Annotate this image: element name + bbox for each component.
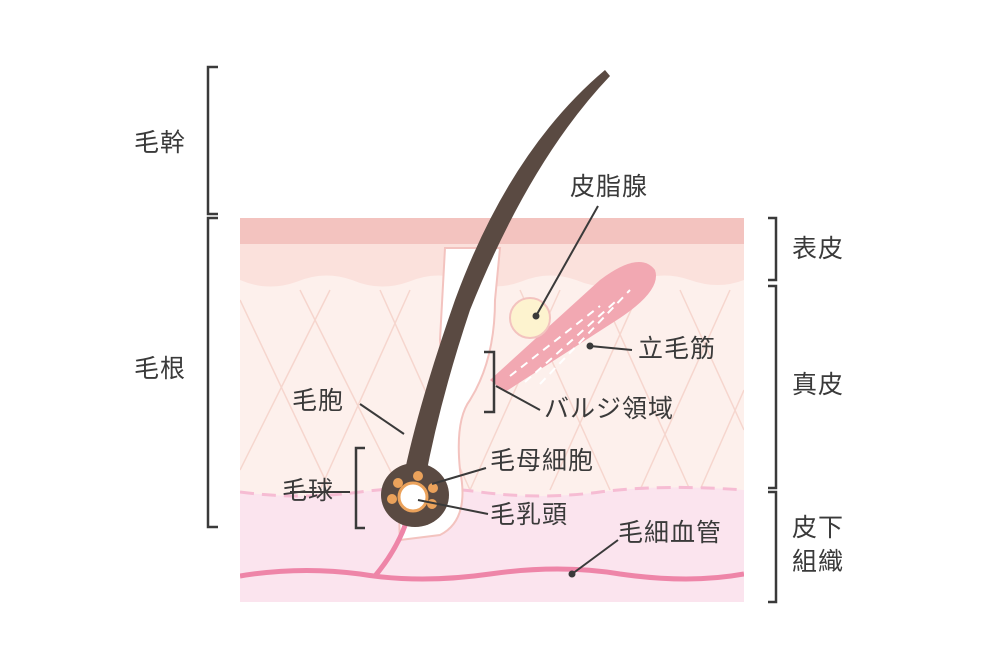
label-dermal-papilla: 毛乳頭 xyxy=(490,500,569,529)
dermal-papilla xyxy=(397,481,429,513)
hair-shaft xyxy=(405,70,610,480)
label-subcutaneous-line1: 皮下 xyxy=(792,513,845,542)
leader-lines xyxy=(290,205,633,578)
leader-bulge xyxy=(495,385,541,411)
bulge-bracket xyxy=(484,350,496,414)
label-subcutaneous-line2: 組織 xyxy=(792,547,845,576)
label-sebaceous-gland: 皮脂腺 xyxy=(570,172,649,201)
dermis-bracket xyxy=(768,284,778,490)
label-hair-shaft: 毛幹 xyxy=(134,128,187,157)
leader-sebaceous xyxy=(535,205,599,317)
label-capillary: 毛細血管 xyxy=(618,518,723,547)
leader-muscle xyxy=(589,345,633,351)
leader-papilla xyxy=(417,499,489,515)
arrector-pili-muscle xyxy=(490,262,656,392)
leader-capillary xyxy=(571,539,619,575)
hair-bulb-bracket xyxy=(354,446,365,530)
label-hair-follicle: 毛胞 xyxy=(292,386,345,415)
label-bulge-region: バルジ領域 xyxy=(544,394,675,423)
capillary-vessel xyxy=(240,566,744,582)
leader-matrix xyxy=(431,467,487,485)
skin-cross-section xyxy=(240,218,744,602)
dermis-texture xyxy=(240,289,744,491)
label-hair-root: 毛根 xyxy=(134,354,187,383)
hair-root-bracket xyxy=(206,216,218,529)
leader-follicle xyxy=(359,403,405,435)
hair-matrix-cells xyxy=(387,471,438,509)
epidermis-bracket xyxy=(768,216,778,282)
label-arrector-pili: 立毛筋 xyxy=(638,334,717,363)
label-dermis: 真皮 xyxy=(792,370,845,399)
hair-shaft-bracket xyxy=(206,65,218,216)
label-hair-matrix-cells: 毛母細胞 xyxy=(490,446,595,475)
muscle-striations xyxy=(509,289,631,385)
sebaceous-gland xyxy=(509,297,551,339)
label-epidermis: 表皮 xyxy=(792,234,845,263)
brackets xyxy=(206,65,778,604)
label-hair-bulb: 毛球 xyxy=(282,476,335,505)
subcutaneous-bracket xyxy=(768,490,778,604)
